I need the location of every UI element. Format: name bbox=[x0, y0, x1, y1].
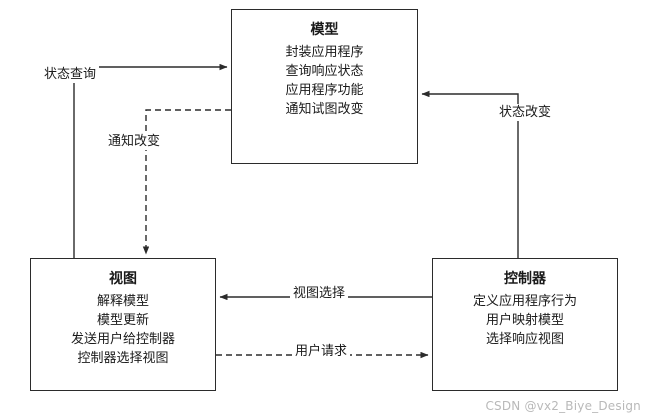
edge-label-view-select: 视图选择 bbox=[290, 285, 349, 302]
watermark: CSDN @vx2_Biye_Design bbox=[485, 399, 641, 413]
node-model-line-4: 通知试图改变 bbox=[285, 102, 364, 117]
node-view-title: 视图 bbox=[109, 271, 137, 287]
connector-status-query bbox=[73, 63, 228, 258]
node-model: 模型 封装应用程序 查询响应状态 应用程序功能 通知试图改变 bbox=[231, 9, 418, 164]
edge-label-status-change: 状态改变 bbox=[496, 104, 555, 121]
node-controller-line-1: 定义应用程序行为 bbox=[472, 294, 577, 309]
node-view-line-2: 模型更新 bbox=[96, 313, 149, 328]
node-controller-title: 控制器 bbox=[504, 271, 546, 287]
node-controller: 控制器 定义应用程序行为 用户映射模型 选择响应视图 bbox=[432, 258, 618, 391]
node-controller-line-3: 选择响应视图 bbox=[485, 332, 564, 347]
node-view-line-4: 控制器选择视图 bbox=[77, 351, 169, 366]
node-controller-line-2: 用户映射模型 bbox=[485, 313, 564, 328]
node-view-line-1: 解释模型 bbox=[96, 294, 149, 309]
edge-label-user-request: 用户请求 bbox=[292, 343, 351, 360]
node-view-line-3: 发送用户给控制器 bbox=[70, 332, 175, 347]
node-model-title: 模型 bbox=[310, 22, 339, 38]
edge-label-status-query: 状态查询 bbox=[41, 66, 100, 83]
node-model-line-3: 应用程序功能 bbox=[285, 83, 364, 98]
node-model-line-2: 查询响应状态 bbox=[285, 64, 364, 79]
connector-notify-change bbox=[142, 109, 231, 255]
node-model-line-1: 封装应用程序 bbox=[285, 45, 364, 60]
node-view: 视图 解释模型 模型更新 发送用户给控制器 控制器选择视图 bbox=[30, 258, 216, 391]
edge-label-notify-change: 通知改变 bbox=[105, 133, 164, 150]
